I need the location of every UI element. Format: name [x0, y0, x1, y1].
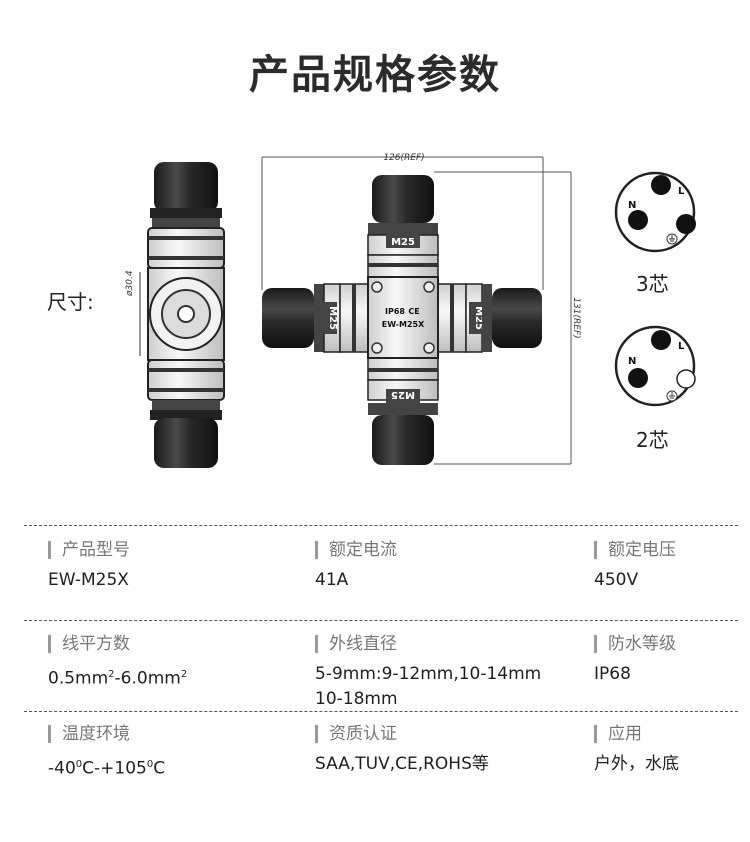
center-label-ce: CE	[408, 307, 419, 316]
top-nut	[154, 162, 218, 212]
spec-value: 0.5mm2-6.0mm2	[48, 668, 188, 689]
top-collar	[147, 227, 225, 269]
diameter-label: ø30.4	[125, 270, 135, 297]
spec-value: SAA,TUV,CE,ROHS等	[315, 754, 489, 774]
page-title: 产品规格参数	[249, 52, 501, 98]
spec-application: 应用 户外，水底	[594, 722, 679, 777]
spec-label: 线平方数	[48, 632, 187, 656]
pin-l-label: L	[678, 186, 685, 197]
bottom-port-label: M25	[391, 389, 415, 400]
spec-value: 户外，水底	[594, 754, 679, 774]
pin-caption-3core: 3芯	[636, 272, 669, 296]
bottom-branch-nut	[372, 415, 434, 465]
spec-waterproof-rating: 防水等级 IP68	[594, 632, 676, 687]
spec-label: 资质认证	[315, 722, 489, 746]
spec-label: 防水等级	[594, 632, 676, 656]
height-label: 131(REF)	[571, 297, 581, 338]
pin-n-label: N	[628, 356, 636, 367]
left-port-label: M25	[327, 306, 338, 330]
spec-model: 产品型号 EW-M25X	[48, 538, 130, 593]
spec-label: 应用	[594, 722, 679, 746]
spec-value: IP68	[594, 664, 631, 684]
divider	[24, 711, 738, 712]
divider	[24, 525, 738, 526]
top-port-label: M25	[391, 237, 415, 248]
left-branch-nut	[262, 288, 314, 348]
pin-n-label: N	[628, 200, 636, 211]
center-label-model: EW-M25X	[382, 320, 425, 329]
spec-rated-current: 额定电流 41A	[315, 538, 397, 593]
width-label: 126(REF)	[383, 153, 424, 163]
side-view: ø30.4	[125, 162, 225, 468]
front-view: 126(REF) 131(REF) M25 M25 M25 M	[261, 153, 581, 465]
top-branch-nut	[372, 175, 434, 223]
pin-diagram-3core: L N	[614, 171, 696, 253]
ground-icon	[666, 390, 678, 402]
size-label: 尺寸:	[47, 290, 94, 314]
spec-value: 450V	[594, 570, 639, 590]
spec-value: EW-M25X	[48, 570, 129, 590]
spec-wire-gauge: 线平方数 0.5mm2-6.0mm2	[48, 632, 187, 692]
bottom-nut	[154, 418, 218, 468]
bottom-collar	[147, 359, 225, 401]
spec-temperature: 温度环境 -400C-+1050C	[48, 722, 165, 782]
pin-diagram-2core: L N	[614, 325, 696, 407]
right-port-label: M25	[473, 306, 484, 330]
pin-l-label: L	[678, 341, 685, 352]
ground-icon	[666, 233, 678, 245]
spec-label: 额定电压	[594, 538, 676, 562]
divider	[24, 620, 738, 621]
spec-value: -400C-+1050C	[48, 758, 166, 779]
spec-label: 外线直径	[315, 632, 541, 656]
right-branch-nut	[492, 288, 542, 348]
spec-label: 温度环境	[48, 722, 165, 746]
spec-rated-voltage: 额定电压 450V	[594, 538, 676, 593]
spec-certification: 资质认证 SAA,TUV,CE,ROHS等	[315, 722, 489, 777]
center-label-ip: IP68	[385, 307, 405, 316]
pin-caption-2core: 2芯	[636, 428, 669, 452]
product-drawing: ø30.4 126(REF) 131(REF) M25 M25 M25	[125, 153, 696, 468]
spec-label: 额定电流	[315, 538, 397, 562]
spec-label: 产品型号	[48, 538, 130, 562]
spec-value: 41A	[315, 570, 349, 590]
